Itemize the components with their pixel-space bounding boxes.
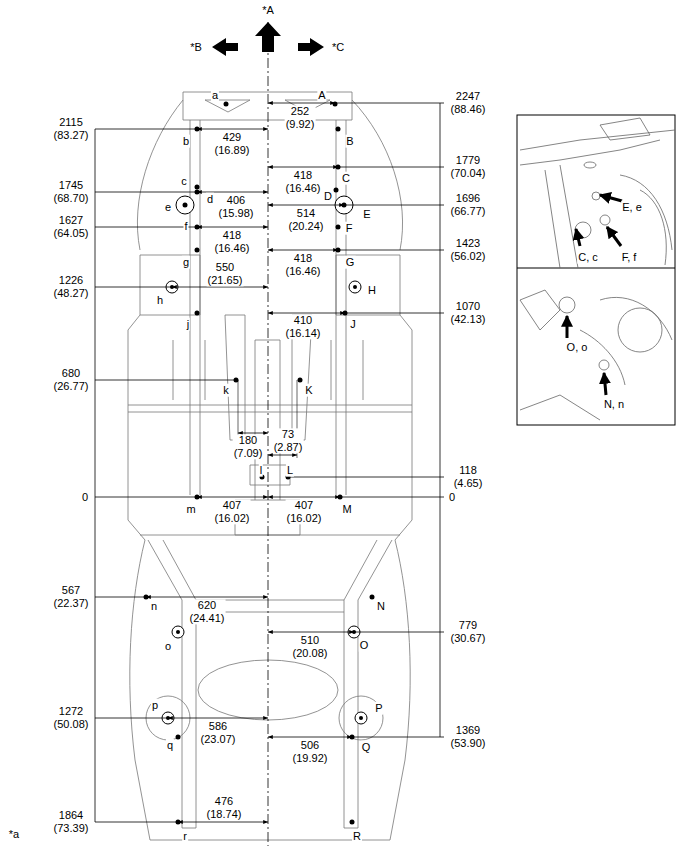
dimension-label: 567 (22.37) bbox=[53, 584, 90, 609]
point-letter: M bbox=[341, 503, 352, 516]
point-letter: A bbox=[317, 89, 326, 102]
direction-label: *B bbox=[189, 41, 203, 54]
dimension-label: 1369 (53.90) bbox=[450, 724, 487, 749]
point-letter: P bbox=[374, 702, 383, 715]
point-letter: j bbox=[186, 318, 190, 331]
dimension-label: 418 (16.46) bbox=[214, 229, 251, 254]
inset-callout: E, e bbox=[621, 201, 643, 214]
dimension-label: 407 (16.02) bbox=[286, 499, 323, 524]
point-letter: L bbox=[286, 464, 294, 477]
dimension-label: 510 (20.08) bbox=[292, 634, 329, 659]
point-letter: c bbox=[180, 175, 188, 188]
point-letter: Q bbox=[361, 741, 372, 754]
inset-callout: O, o bbox=[566, 341, 589, 354]
point-letter: R bbox=[352, 830, 362, 843]
dimension-label: 620 (24.41) bbox=[189, 599, 226, 624]
dimension-label: 779 (30.67) bbox=[450, 619, 487, 644]
point-letter: d bbox=[206, 193, 214, 206]
dimension-label: 406 (15.98) bbox=[218, 194, 255, 219]
dimension-label: 1696 (66.77) bbox=[450, 192, 487, 217]
dimension-label: 180 (7.09) bbox=[233, 434, 264, 459]
dimension-label: 1864 (73.39) bbox=[53, 809, 90, 834]
dimension-label: 73 (2.87) bbox=[273, 428, 304, 453]
dimension-label: 506 (19.92) bbox=[292, 739, 329, 764]
point-letter: b bbox=[182, 135, 190, 148]
point-letter: e bbox=[164, 201, 172, 214]
point-letter: K bbox=[304, 384, 313, 397]
dimension-label: 476 (18.74) bbox=[206, 795, 243, 820]
point-letter: N bbox=[376, 600, 386, 613]
dimension-label: 680 (26.77) bbox=[53, 367, 90, 392]
dimension-label: 2247 (88.46) bbox=[450, 90, 487, 115]
dimension-label: 1272 (50.08) bbox=[53, 705, 90, 730]
dimension-label: 1226 (48.27) bbox=[53, 274, 90, 299]
direction-label: *C bbox=[331, 41, 345, 54]
dimension-label: 1627 (64.05) bbox=[53, 214, 90, 239]
center-line bbox=[268, 22, 269, 846]
dimension-label: 0 bbox=[81, 491, 89, 504]
dimension-label: 429 (16.89) bbox=[214, 131, 251, 156]
dimension-label: 1779 (70.04) bbox=[450, 154, 487, 179]
inset-callout: F, f bbox=[621, 251, 638, 264]
length-dimensions bbox=[95, 103, 444, 822]
width-dimensions bbox=[146, 103, 354, 822]
direction-label: *A bbox=[261, 4, 275, 17]
point-letter: n bbox=[150, 600, 158, 613]
dimension-label: 410 (16.14) bbox=[285, 314, 322, 339]
point-letter: a bbox=[211, 89, 219, 102]
point-letter: p bbox=[151, 699, 159, 712]
point-letter: B bbox=[345, 135, 354, 148]
dimension-label: 1423 (56.02) bbox=[450, 237, 487, 262]
point-letter: k bbox=[222, 384, 230, 397]
point-letter: o bbox=[164, 640, 172, 653]
detail-inset bbox=[517, 115, 675, 425]
point-letter: h bbox=[156, 294, 164, 307]
dimension-label: 118 (4.65) bbox=[453, 464, 484, 489]
point-letter: r bbox=[182, 830, 188, 843]
hole-points bbox=[162, 196, 367, 724]
body-outline bbox=[128, 92, 412, 840]
point-letter: F bbox=[345, 222, 354, 235]
point-letter: l bbox=[259, 464, 263, 477]
dimension-label: 407 (16.02) bbox=[214, 499, 251, 524]
point-letter: m bbox=[185, 503, 196, 516]
dimension-label: 418 (16.46) bbox=[285, 252, 322, 277]
dimension-label: 1070 (42.13) bbox=[450, 300, 487, 325]
inset-callout: C, c bbox=[577, 251, 599, 264]
reference-points bbox=[144, 102, 375, 825]
point-letter: E bbox=[362, 208, 371, 221]
inset-callout: N, n bbox=[603, 398, 625, 411]
point-letter: H bbox=[367, 284, 377, 297]
point-letter: q bbox=[166, 739, 174, 752]
dimension-label: 252 (9.92) bbox=[285, 105, 316, 130]
dimension-label: 0 bbox=[448, 491, 456, 504]
point-letter: D bbox=[323, 190, 333, 203]
point-letter: O bbox=[359, 639, 370, 652]
dimension-label: 514 (20.24) bbox=[288, 207, 325, 232]
figure-note: *a bbox=[8, 828, 20, 841]
point-letter: f bbox=[183, 220, 188, 233]
dimension-label: 2115 (83.27) bbox=[53, 116, 90, 141]
hole-centers bbox=[166, 203, 363, 721]
dimension-label: 550 (21.65) bbox=[207, 261, 244, 286]
dimension-label: 418 (16.46) bbox=[285, 169, 322, 194]
dimension-label: 586 (23.07) bbox=[200, 720, 237, 745]
point-letter: J bbox=[349, 318, 357, 331]
dimension-label: 1745 (68.70) bbox=[53, 179, 90, 204]
point-letter: G bbox=[345, 256, 356, 269]
point-letter: C bbox=[341, 172, 351, 185]
point-letter: g bbox=[182, 256, 190, 269]
